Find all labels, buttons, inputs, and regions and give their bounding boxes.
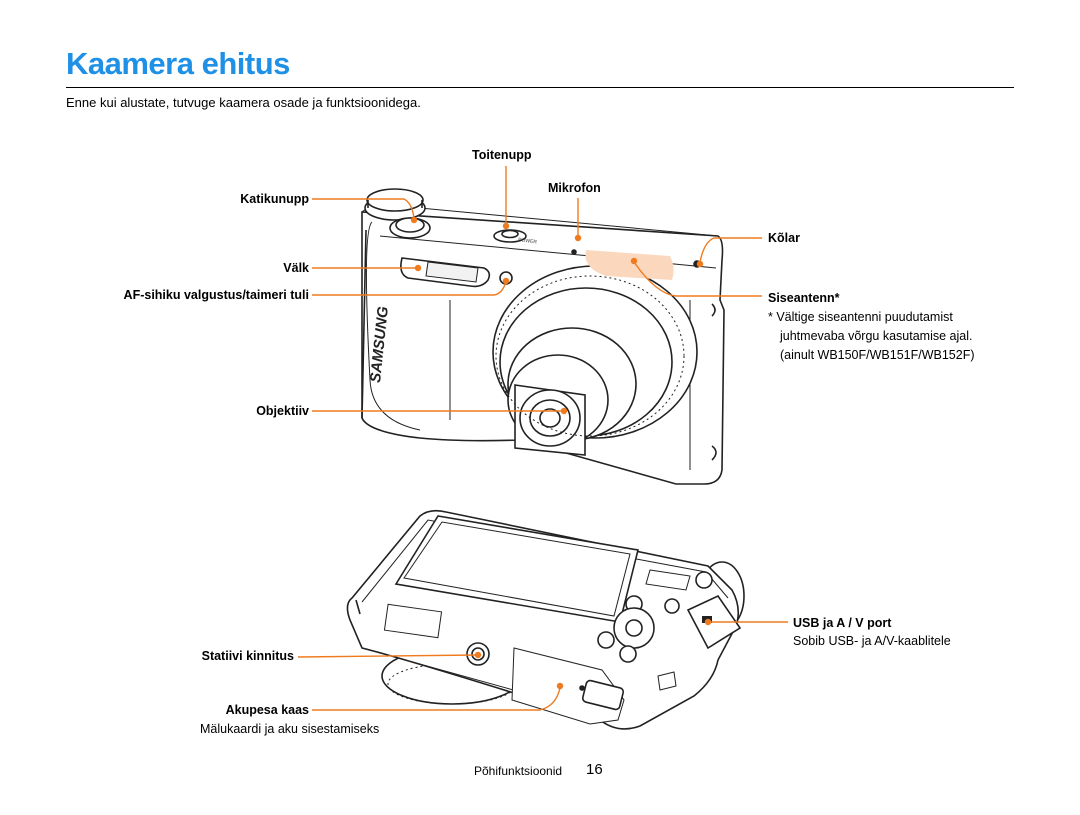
intro-text: Enne kui alustate, tutvuge kaamera osade… [66, 95, 421, 110]
antenna-note-line-3: (ainult WB150F/WB151F/WB152F) [780, 348, 975, 362]
antenna-note-line-2: juhtmevaba võrgu kasutamise ajal. [780, 329, 973, 343]
page-number: 16 [586, 761, 603, 778]
callout-af-lamp [312, 281, 507, 296]
power-marking: POWER [518, 237, 538, 246]
label-af-lamp: AF-sihiku valgustus/taimeri tuli [123, 288, 309, 302]
label-microphone: Mikrofon [548, 181, 601, 195]
callout-lines [297, 166, 788, 711]
antenna-note-line-1: * Vältige siseantenni puudutamist [768, 310, 953, 324]
callout-shutter-button [312, 198, 415, 219]
antenna-zone [585, 250, 674, 280]
camera-bottom-illustration [346, 509, 745, 730]
footer-section-name: Põhifunktsioonid [474, 764, 563, 778]
callout-antenna [633, 261, 762, 297]
callout-battery-cover [312, 687, 561, 711]
title-divider [66, 87, 1014, 88]
label-shutter-button: Katikunupp [240, 192, 309, 206]
label-usb-port: USB ja A / V port [793, 616, 892, 630]
label-lens: Objektiiv [256, 404, 309, 418]
usb-note: Sobib USB- ja A/V-kaablitele [793, 634, 951, 648]
label-flash: Välk [283, 261, 309, 275]
callout-tripod-mount [297, 654, 479, 658]
callout-speaker [699, 237, 762, 263]
battery-note: Mälukaardi ja aku sisestamiseks [200, 722, 380, 736]
page-title: Kaamera ehitus [66, 46, 290, 81]
label-tripod-mount: Statiivi kinnitus [201, 649, 294, 663]
camera-front-illustration [361, 188, 725, 485]
label-power-button: Toitenupp [472, 148, 532, 162]
callout-endpoints [410, 216, 712, 690]
label-antenna: Siseantenn* [768, 291, 840, 305]
label-battery-cover: Akupesa kaas [225, 703, 309, 717]
label-speaker: Kõlar [768, 231, 800, 245]
